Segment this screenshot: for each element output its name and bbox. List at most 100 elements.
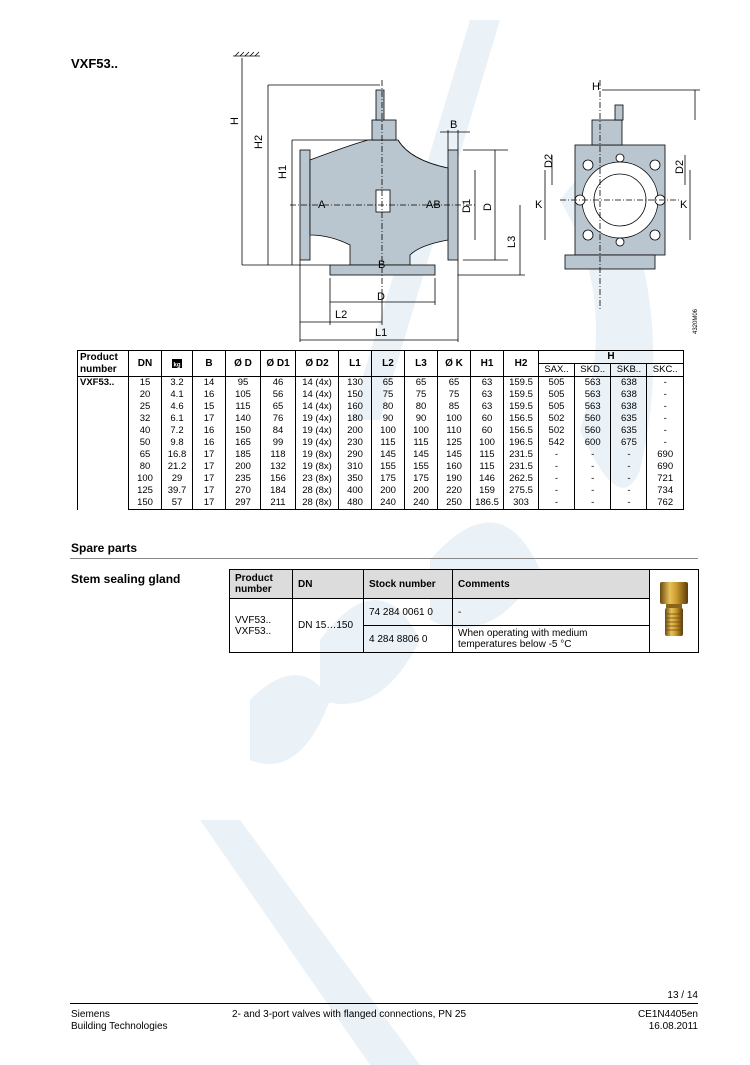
svg-text:kg: kg: [173, 363, 180, 369]
table-cell: 19 (4x): [295, 425, 339, 437]
table-cell: 20: [128, 389, 162, 401]
table-cell: 132: [260, 461, 296, 473]
table-cell: 28 (8x): [295, 485, 339, 497]
table-cell: 675: [610, 437, 648, 449]
table-cell: 175: [371, 473, 405, 485]
dim-label-d2-right: D2: [674, 160, 686, 174]
port-label-ab: AB: [426, 199, 441, 211]
table-cell: 110: [437, 425, 471, 437]
table-cell: 100: [437, 413, 471, 425]
table-cell: 15: [192, 401, 226, 413]
table-cell: 115: [470, 461, 504, 473]
table-cell: 3.2: [161, 376, 193, 389]
col-header-skb: SKB..: [610, 363, 648, 377]
table-cell: 90: [371, 413, 405, 425]
table-cell: 165: [225, 437, 261, 449]
spare-header-dn: DN: [292, 569, 364, 599]
footer-company-line1: Siemens: [71, 1009, 110, 1020]
table-cell: 200: [225, 461, 261, 473]
table-cell: 690: [646, 449, 684, 461]
table-cell: 14 (4x): [295, 376, 339, 389]
page-number: 13 / 14: [667, 990, 698, 1001]
table-cell: 76: [260, 413, 296, 425]
table-cell: 560: [573, 425, 612, 437]
table-cell: 99: [260, 437, 296, 449]
section-divider: [70, 558, 698, 559]
table-cell: 635: [610, 425, 648, 437]
table-cell: 150: [128, 497, 162, 510]
table-cell: 200: [338, 425, 372, 437]
table-cell: 17: [192, 485, 226, 497]
table-cell: 19 (4x): [295, 437, 339, 449]
table-cell: -: [573, 497, 612, 510]
table-cell: 150: [225, 425, 261, 437]
table-cell: 14: [192, 376, 226, 389]
table-cell: 638: [610, 401, 648, 413]
table-cell: -: [538, 485, 575, 497]
table-cell: 180: [338, 413, 372, 425]
table-cell: 17: [192, 473, 226, 485]
table-cell: 4.6: [161, 401, 193, 413]
col-header-h2: H2: [503, 350, 539, 377]
table-cell: 190: [437, 473, 471, 485]
table-cell: 196.5: [503, 437, 539, 449]
spare-header-comments: Comments: [452, 569, 650, 599]
table-cell: 145: [404, 449, 438, 461]
table-cell: -: [610, 473, 648, 485]
table-cell: 230: [338, 437, 372, 449]
stem-sealing-gland-heading: Stem sealing gland: [71, 572, 181, 586]
spare-product-vvf53: VVF53..: [235, 614, 272, 626]
table-cell: 175: [404, 473, 438, 485]
col-header-ok: Ø K: [437, 350, 471, 377]
table-cell: 39.7: [161, 485, 193, 497]
table-cell: 16: [192, 389, 226, 401]
table-cell: 14 (4x): [295, 389, 339, 401]
table-cell: 105: [225, 389, 261, 401]
dim-label-d2-left: D2: [543, 154, 555, 168]
port-label-a: A: [318, 199, 326, 211]
table-cell: 115: [404, 437, 438, 449]
dim-label-h: H: [230, 117, 241, 125]
table-cell: -: [573, 449, 612, 461]
table-cell: 156.5: [503, 413, 539, 425]
table-cell: 140: [225, 413, 261, 425]
table-cell: 155: [404, 461, 438, 473]
table-cell: 75: [371, 389, 405, 401]
table-cell: -: [646, 437, 684, 449]
table-cell: 690: [646, 461, 684, 473]
table-cell: 159.5: [503, 376, 539, 389]
table-cell: 600: [573, 437, 612, 449]
product-number-cell: VXF53..: [77, 376, 129, 510]
table-cell: 350: [338, 473, 372, 485]
col-header-skd: SKD..: [573, 363, 612, 377]
table-cell: 100: [404, 425, 438, 437]
table-cell: 159.5: [503, 389, 539, 401]
table-cell: -: [573, 461, 612, 473]
table-cell: 240: [371, 497, 405, 510]
table-cell: 115: [371, 437, 405, 449]
footer-company: Siemens Building Technologies: [71, 1009, 168, 1033]
table-cell: 400: [338, 485, 372, 497]
table-cell: 80: [404, 401, 438, 413]
table-cell: 505: [538, 401, 575, 413]
table-cell: 563: [573, 389, 612, 401]
stem-gland-photo: [660, 581, 688, 636]
col-header-b: B: [192, 350, 226, 377]
table-cell: 100: [371, 425, 405, 437]
table-cell: 262.5: [503, 473, 539, 485]
table-cell: 563: [573, 401, 612, 413]
table-cell: 270: [225, 485, 261, 497]
spare-product-vxf53: VXF53..: [235, 625, 272, 637]
table-cell: 23 (8x): [295, 473, 339, 485]
table-cell: 220: [437, 485, 471, 497]
table-cell: -: [573, 473, 612, 485]
table-cell: 29: [161, 473, 193, 485]
valve-dimension-drawing: H H2 H1 B B A AB D1 D L3 D L2 L1 K D2 D2…: [230, 51, 700, 342]
table-cell: 15: [128, 376, 162, 389]
table-cell: 146: [470, 473, 504, 485]
